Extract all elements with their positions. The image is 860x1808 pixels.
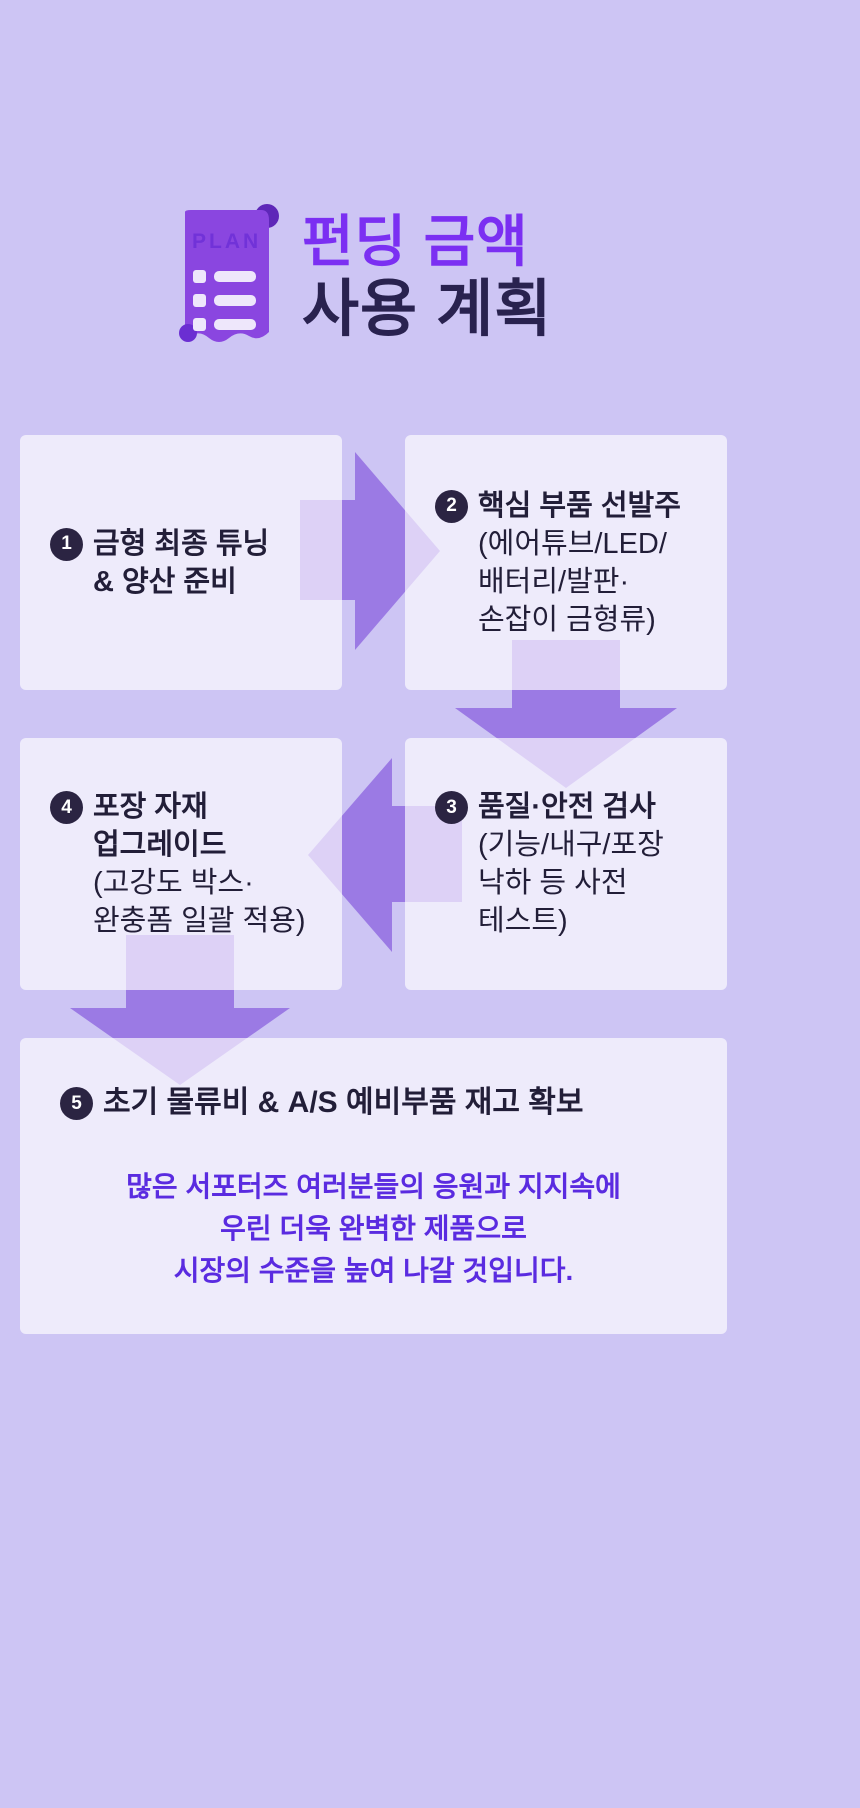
closing-message-line-2: 우린 더욱 완벽한 제품으로 bbox=[220, 1213, 527, 1244]
step-2-number-badge: 2 bbox=[435, 489, 468, 523]
list-bar-2-icon bbox=[214, 295, 256, 306]
closing-message-line-3: 시장의 수준을 높여 나갈 것입니다. bbox=[173, 1255, 574, 1286]
step-4-detail-line-2: 완충폼 일괄 적용) bbox=[93, 905, 306, 937]
step-5-title: 5 초기 물류비 & A/S 예비부품 재고 확보 bbox=[60, 1084, 687, 1122]
step-3-title-line-1: 품질·안전 검사 bbox=[478, 791, 656, 823]
step-2-detail-line-1: (에어튜브/LED/ bbox=[478, 527, 667, 560]
step-1-card: 1 금형 최종 튜닝 & 양산 준비 bbox=[20, 435, 342, 690]
page-title-line1: 펀딩 금액 bbox=[302, 210, 529, 273]
step-3-detail-line-2: 낙하 등 사전 bbox=[478, 867, 628, 899]
list-bullet-2-icon bbox=[193, 294, 206, 307]
step-2-detail-line-2: 배터리/발판· bbox=[478, 565, 630, 598]
step-5-number-badge: 5 bbox=[60, 1087, 93, 1120]
step-4-number-badge: 4 bbox=[50, 791, 83, 824]
step-3-detail-line-3: 테스트) bbox=[478, 905, 568, 937]
step-5-card: 5 초기 물류비 & A/S 예비부품 재고 확보 많은 서포터즈 여러분들의 … bbox=[20, 1038, 727, 1334]
step-4-title-line-2: 업그레이드 bbox=[93, 829, 227, 861]
step-2-title-line-1: 핵심 부품 선발주 bbox=[478, 489, 681, 522]
plan-icon-label: PLAN bbox=[192, 230, 261, 253]
plan-scroll-icon: PLAN bbox=[179, 204, 279, 342]
list-bullet-1-icon bbox=[193, 270, 206, 283]
step-3-number-badge: 3 bbox=[435, 791, 468, 824]
step-1-title: 1 금형 최종 튜닝 bbox=[50, 525, 312, 563]
step-2-detail-line-3: 손잡이 금형류) bbox=[478, 603, 656, 636]
closing-message-line-1: 많은 서포터즈 여러분들의 응원과 지지속에 bbox=[126, 1171, 621, 1202]
step-1-title-line-2: & 양산 준비 bbox=[93, 565, 237, 598]
step-4-detail-line-1: (고강도 박스· bbox=[93, 867, 254, 899]
step-2-title: 2 핵심 부품 선발주 bbox=[435, 487, 697, 525]
closing-message: 많은 서포터즈 여러분들의 응원과 지지속에 우린 더욱 완벽한 제품으로 시장… bbox=[60, 1166, 687, 1292]
step-3-title: 3 품질·안전 검사 bbox=[435, 788, 697, 826]
step-4-card: 4 포장 자재 업그레이드 (고강도 박스· 완충폼 일괄 적용) bbox=[20, 738, 342, 990]
scroll-bottom-curl bbox=[179, 324, 197, 342]
step-1-number-badge: 1 bbox=[50, 527, 83, 561]
step-4-title-line-1: 포장 자재 bbox=[93, 791, 208, 823]
step-5-title-line-1: 초기 물류비 & A/S 예비부품 재고 확보 bbox=[103, 1086, 584, 1119]
list-bar-3-icon bbox=[214, 319, 256, 330]
step-3-card: 3 품질·안전 검사 (기능/내구/포장 낙하 등 사전 테스트) bbox=[405, 738, 727, 990]
step-2-card: 2 핵심 부품 선발주 (에어튜브/LED/ 배터리/발판· 손잡이 금형류) bbox=[405, 435, 727, 690]
arrow-step2-to-step3-icon bbox=[455, 640, 677, 788]
step-4-title: 4 포장 자재 bbox=[50, 788, 312, 826]
step-1-title-line-1: 금형 최종 튜닝 bbox=[93, 527, 270, 560]
page-title: 펀딩 금액 사용 계획 bbox=[302, 208, 552, 345]
list-bar-1-icon bbox=[214, 271, 256, 282]
list-bullet-3-icon bbox=[193, 318, 206, 331]
arrow-step4-to-step5-icon bbox=[70, 935, 290, 1085]
step-3-detail-line-1: (기능/내구/포장 bbox=[478, 829, 664, 861]
page-title-line2: 사용 계획 bbox=[302, 275, 553, 345]
